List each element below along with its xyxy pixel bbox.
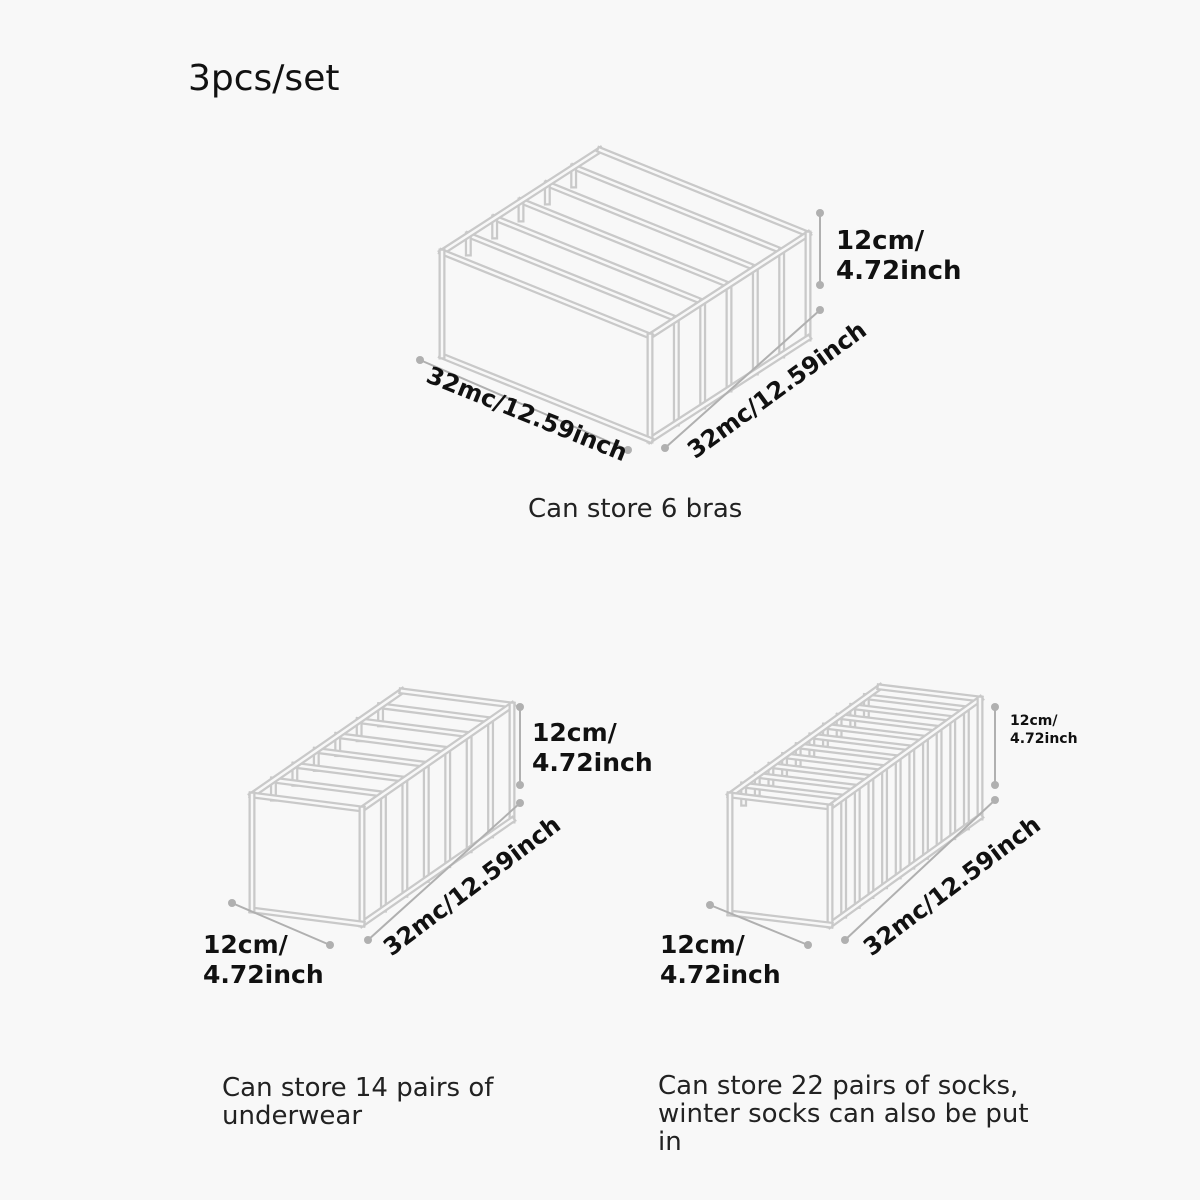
box3-width-dimension bbox=[709, 904, 809, 946]
box1-height-cm: 12cm/ bbox=[836, 226, 925, 256]
box3-divider bbox=[742, 783, 846, 799]
box3-edge bbox=[828, 815, 982, 927]
box1-width-dimension bbox=[419, 359, 629, 451]
box1-depth-dimension bbox=[664, 309, 821, 449]
box3-height-inch: 4.72inch bbox=[1010, 731, 1078, 747]
box1-height-dimension-endpoint bbox=[816, 209, 824, 217]
box3-depth-dimension bbox=[844, 799, 996, 941]
box3-divider bbox=[783, 754, 886, 770]
box1-height-label: 12cm/ 4.72inch bbox=[836, 226, 962, 286]
box3-edge bbox=[878, 685, 982, 701]
box3-divider bbox=[810, 734, 914, 750]
box3-height-dimension-endpoint bbox=[991, 703, 999, 711]
box2-edge bbox=[250, 793, 364, 811]
box2-depth-dimension bbox=[367, 802, 521, 941]
box1-width-dimension-endpoint bbox=[624, 446, 632, 454]
box1-divider bbox=[572, 165, 784, 253]
box3-width-cm: 12cm/ bbox=[660, 930, 745, 959]
box3-width-inch: 4.72inch bbox=[660, 960, 781, 989]
box3-width-dimension-endpoint bbox=[804, 941, 812, 949]
box2-caption: Can store 14 pairs of underwear bbox=[222, 1074, 493, 1130]
box3-edge bbox=[828, 697, 982, 809]
box1-width-dimension-endpoint bbox=[416, 356, 424, 364]
box3-divider bbox=[837, 715, 941, 730]
box2-divider bbox=[357, 719, 471, 737]
box1-caption: Can store 6 bras bbox=[528, 494, 743, 524]
page-title: 3pcs/set bbox=[188, 58, 340, 99]
box2-edge bbox=[400, 689, 514, 707]
box3-divider bbox=[851, 705, 955, 721]
box1-edge bbox=[440, 354, 652, 442]
box2-caption-line: Can store 14 pairs of bbox=[222, 1073, 494, 1103]
box2-divider bbox=[314, 749, 428, 766]
box2-height-label: 12cm/ 4.72inch bbox=[532, 718, 653, 778]
box2-width-cm: 12cm/ bbox=[203, 930, 288, 959]
box3-divider bbox=[796, 744, 900, 760]
box2-caption-line: underwear bbox=[222, 1101, 363, 1131]
box1-edge bbox=[648, 336, 810, 442]
box2-height-dimension-endpoint bbox=[516, 781, 524, 789]
box1-divider bbox=[466, 233, 678, 321]
box3-edge bbox=[728, 911, 832, 927]
box1-divider bbox=[545, 182, 757, 270]
box2-width-inch: 4.72inch bbox=[203, 960, 324, 989]
box3-width-label: 12cm/ 4.72inch bbox=[660, 930, 781, 990]
box1-height-inch: 4.72inch bbox=[836, 256, 962, 286]
box2-width-dimension bbox=[231, 902, 331, 946]
box1-height-dimension-endpoint bbox=[816, 281, 824, 289]
box2-edge bbox=[250, 689, 404, 797]
box3-caption-line: in bbox=[658, 1127, 682, 1157]
box2-divider bbox=[293, 763, 407, 781]
box3-height-cm: 12cm/ bbox=[1010, 713, 1058, 729]
box2-edge bbox=[360, 703, 514, 811]
box2-height-dimension-endpoint bbox=[516, 703, 524, 711]
box3-depth-dimension-endpoint bbox=[991, 796, 999, 804]
box2-width-dimension-endpoint bbox=[228, 899, 236, 907]
box2-height-inch: 4.72inch bbox=[532, 748, 653, 777]
box2-depth-dimension-endpoint bbox=[364, 936, 372, 944]
box1-divider bbox=[519, 199, 731, 287]
box1-edge bbox=[598, 148, 810, 236]
box3-caption-line: winter socks can also be put bbox=[658, 1099, 1029, 1129]
box2-divider bbox=[379, 704, 492, 722]
box3-divider bbox=[755, 773, 859, 789]
box1-edge bbox=[440, 148, 602, 254]
box2-width-label: 12cm/ 4.72inch bbox=[203, 930, 324, 990]
box1-depth-dimension-endpoint bbox=[661, 444, 669, 452]
box1-divider bbox=[493, 216, 705, 304]
box3-divider bbox=[824, 724, 927, 740]
box2-depth-dimension-endpoint bbox=[516, 799, 524, 807]
box3-caption: Can store 22 pairs of socks, winter sock… bbox=[658, 1072, 1029, 1156]
box3-depth-dimension-endpoint bbox=[841, 936, 849, 944]
box3-divider bbox=[864, 695, 968, 711]
box1-depth-dimension-endpoint bbox=[816, 306, 824, 314]
box2-width-dimension-endpoint bbox=[326, 941, 334, 949]
box1-edge bbox=[648, 232, 810, 338]
box3-height-dimension-endpoint bbox=[991, 781, 999, 789]
box2-divider bbox=[336, 734, 450, 751]
box3-edge bbox=[728, 685, 882, 797]
box2-divider bbox=[272, 778, 385, 796]
box3-caption-line: Can store 22 pairs of socks, bbox=[658, 1071, 1019, 1101]
box3-height-label: 12cm/ 4.72inch bbox=[1010, 712, 1078, 748]
box1-edge bbox=[440, 250, 652, 338]
box2-height-cm: 12cm/ bbox=[532, 718, 617, 747]
box3-edge bbox=[728, 793, 832, 809]
box3-divider bbox=[769, 764, 873, 779]
box3-width-dimension-endpoint bbox=[706, 901, 714, 909]
box2-edge bbox=[360, 818, 514, 926]
box2-edge bbox=[250, 908, 364, 926]
